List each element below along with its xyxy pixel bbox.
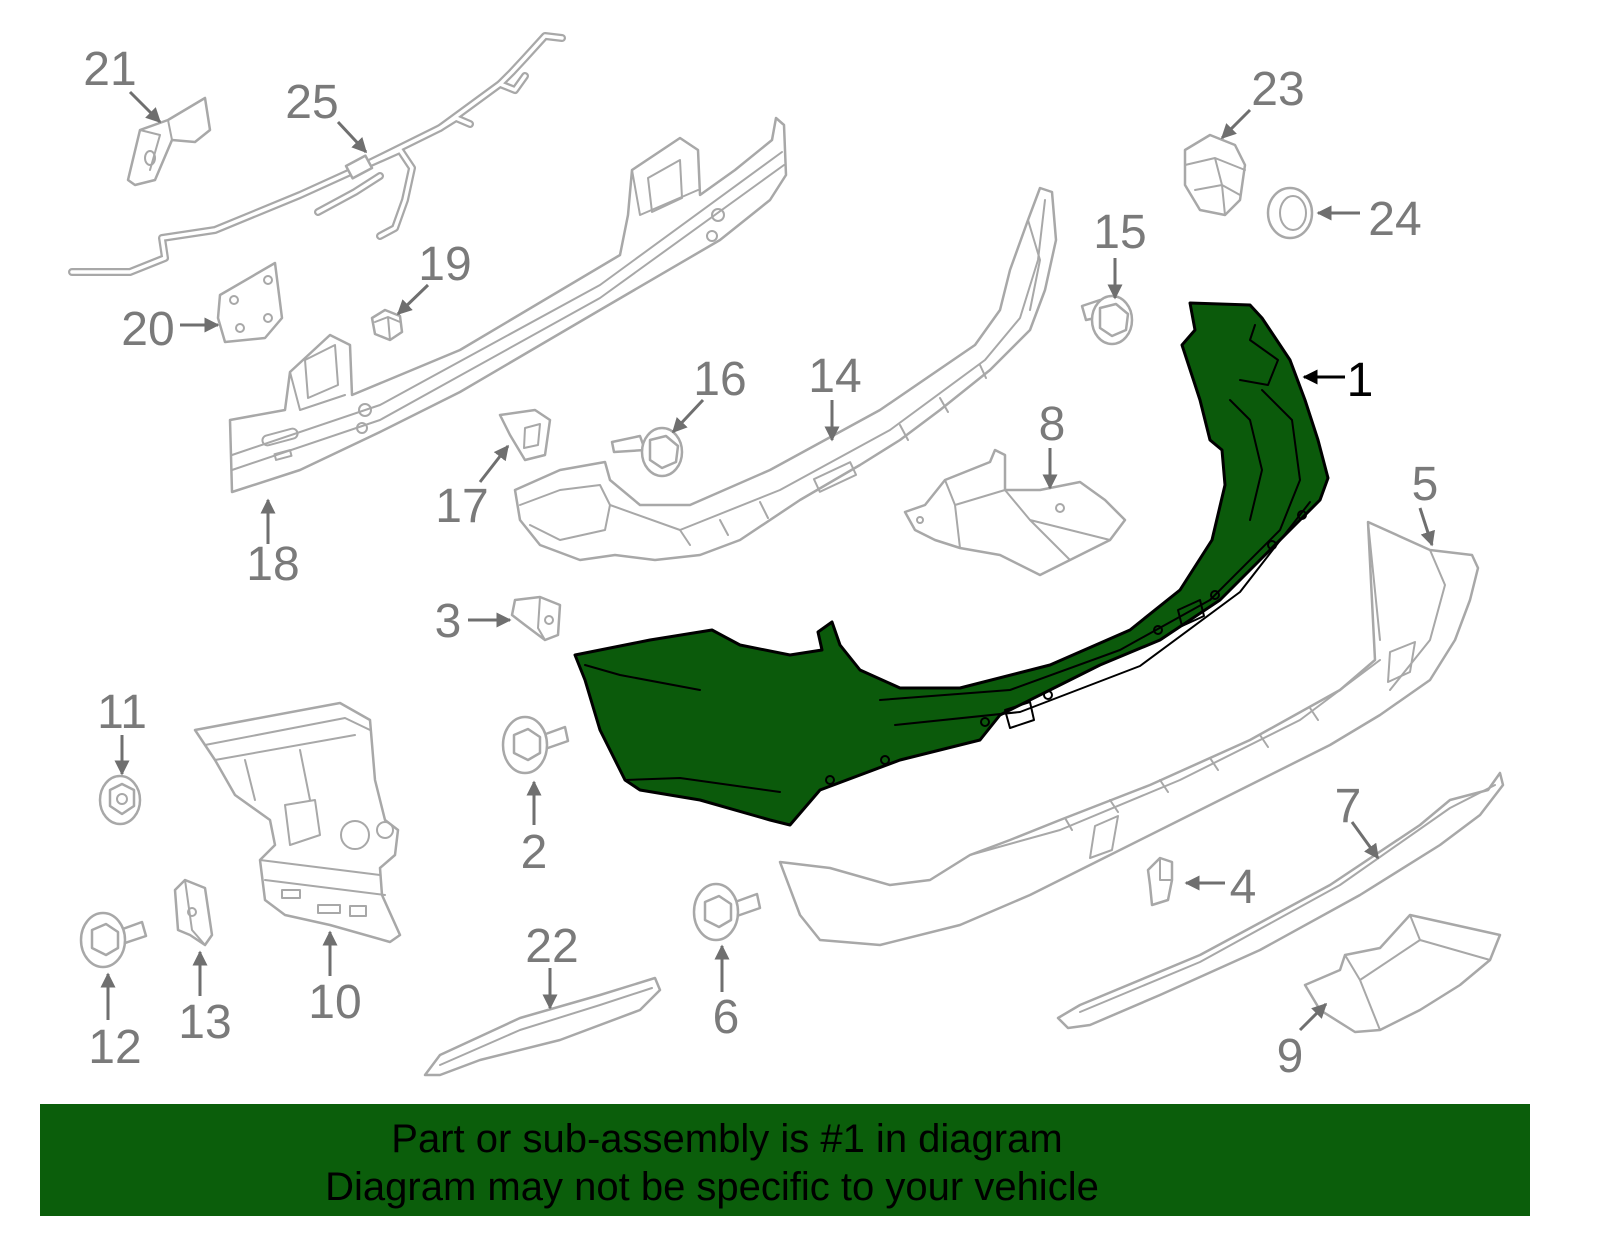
callout-23: 23 (1251, 63, 1304, 116)
part-16-screw (610, 426, 684, 478)
part-8-bracket (903, 448, 1127, 577)
info-banner: Part or sub-assembly is #1 in diagram Di… (40, 1104, 1530, 1216)
part-23-sensor-bracket (1183, 133, 1247, 217)
callout-5: 5 (1412, 458, 1439, 511)
callout-19: 19 (418, 238, 471, 291)
part-1-bumper-cover (573, 301, 1330, 827)
leader-lines (100, 90, 1435, 1032)
part-14-energy-absorber (513, 186, 1058, 562)
callout-7: 7 (1335, 780, 1362, 833)
callout-16: 16 (693, 353, 746, 406)
callout-12: 12 (88, 1021, 141, 1074)
part-20-plate (216, 261, 284, 344)
callout-15: 15 (1093, 206, 1146, 259)
callout-14: 14 (808, 350, 861, 403)
banner-line-2: Diagram may not be specific to your vehi… (325, 1165, 1099, 1209)
part-9-skid-plate (1303, 913, 1502, 1034)
callout-20: 20 (121, 303, 174, 356)
part-7-molding-strip (1056, 771, 1505, 1030)
callout-1: 1 (1347, 354, 1374, 407)
callout-25: 25 (285, 76, 338, 129)
part-19-nut (370, 308, 404, 342)
callout-17: 17 (435, 480, 488, 533)
part-5-lower-valance (778, 520, 1480, 947)
callout-13: 13 (178, 996, 231, 1049)
part-3-clip (510, 595, 562, 642)
banner-line-1: Part or sub-assembly is #1 in diagram (391, 1117, 1062, 1161)
part-4-clip (1146, 856, 1174, 907)
part-12-bolt (79, 911, 148, 969)
part-22-reflector (423, 976, 662, 1077)
callout-22: 22 (525, 920, 578, 973)
callout-2: 2 (521, 826, 548, 879)
part-17-clip (498, 408, 552, 462)
part-15-bolt (1080, 294, 1134, 346)
callout-11: 11 (97, 686, 147, 739)
part-21-bracket (126, 96, 212, 187)
callout-9: 9 (1277, 1030, 1304, 1083)
part-10-bracket (193, 701, 402, 944)
callout-6: 6 (713, 991, 740, 1044)
callout-8: 8 (1039, 398, 1066, 451)
callout-10: 10 (308, 976, 361, 1029)
callout-3: 3 (435, 595, 462, 648)
part-11-nut (98, 774, 142, 826)
part-2-bolt (501, 715, 570, 775)
part-6-bolt (692, 882, 762, 942)
callout-24: 24 (1368, 193, 1421, 246)
callout-labels: 21 25 23 24 15 19 20 1 16 14 8 17 18 5 3… (83, 43, 1438, 1083)
part-24-grommet (1266, 186, 1314, 240)
part-13-bracket (173, 878, 214, 947)
part-25-wiring-harness (68, 32, 566, 276)
part-18-reinforcement-beam (228, 116, 788, 494)
callout-18: 18 (246, 538, 299, 591)
callout-21: 21 (83, 43, 136, 96)
callout-4: 4 (1230, 861, 1257, 914)
